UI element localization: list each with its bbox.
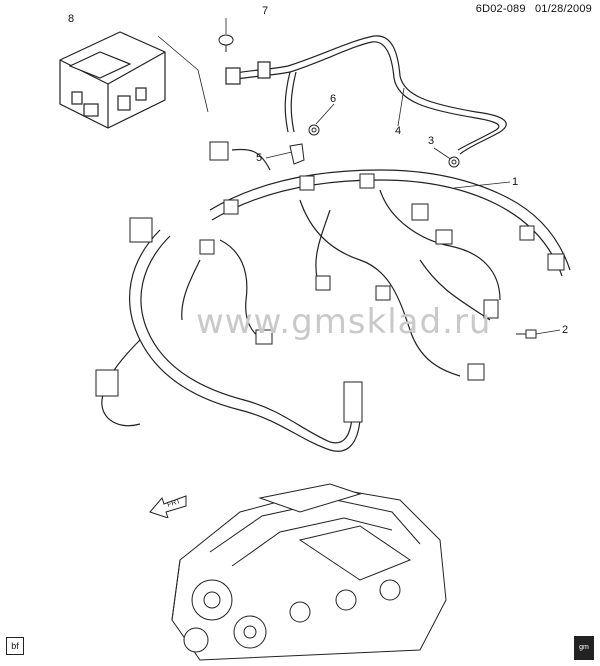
callout-5: 5: [256, 152, 263, 164]
direction-label: FRT: [166, 498, 182, 509]
callout-1: 1: [512, 176, 519, 188]
callout-6: 6: [330, 93, 337, 105]
engine-block: [171, 483, 447, 661]
callout-2: 2: [562, 324, 569, 336]
fuse-block-part: [59, 31, 166, 129]
harness-connectors: [95, 141, 565, 423]
diagram-header: 6D02-089 01/28/2009: [476, 3, 592, 15]
corner-badge-left: bf: [6, 637, 24, 655]
wiring-harness-part-1: [101, 148, 571, 452]
gm-logo-icon: gm: [574, 636, 594, 660]
bolt-part-7: [218, 34, 234, 52]
cable-part-4: [225, 35, 507, 155]
clip-part-5: [289, 143, 305, 165]
callout-7: 7: [262, 5, 269, 17]
bolt-part-2: [516, 329, 537, 339]
nut-part-6: [308, 124, 320, 136]
diagram-date: 01/28/2009: [534, 3, 592, 15]
callout-4: 4: [395, 125, 402, 137]
diagram-code: 6D02-089: [475, 3, 526, 15]
callout-3: 3: [428, 135, 435, 147]
callout-8: 8: [68, 13, 75, 25]
watermark: www.gmsklad.ru: [196, 302, 492, 342]
nut-part-3: [448, 156, 460, 168]
front-direction-arrow-icon: FRT: [149, 495, 187, 518]
